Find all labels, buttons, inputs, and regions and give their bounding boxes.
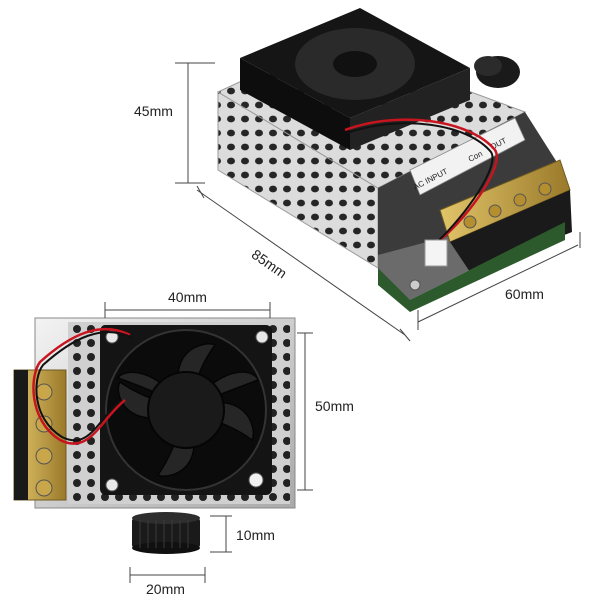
- board-label: [409, 117, 526, 196]
- isometric-view: AC INPUT Con OUT: [216, 8, 572, 312]
- fan-width-label: 40mm: [168, 289, 207, 305]
- fan-wire-top: [344, 118, 498, 241]
- front-fan-wire: [32, 327, 131, 445]
- fan-connector: [424, 239, 448, 267]
- front-view: [13, 317, 296, 554]
- front-fan-hub: [147, 371, 225, 449]
- height-label: 45mm: [134, 103, 173, 119]
- front-knob: [132, 518, 200, 548]
- terminal-screws: [463, 182, 552, 229]
- knob-height-label: 10mm: [236, 527, 275, 543]
- width-label: 60mm: [505, 286, 544, 302]
- dimension-lines-bottom: [104, 302, 313, 583]
- dimension-lines-top: [175, 62, 581, 342]
- board-height-label: 50mm: [315, 398, 354, 414]
- knob-diameter-label: 20mm: [146, 581, 185, 597]
